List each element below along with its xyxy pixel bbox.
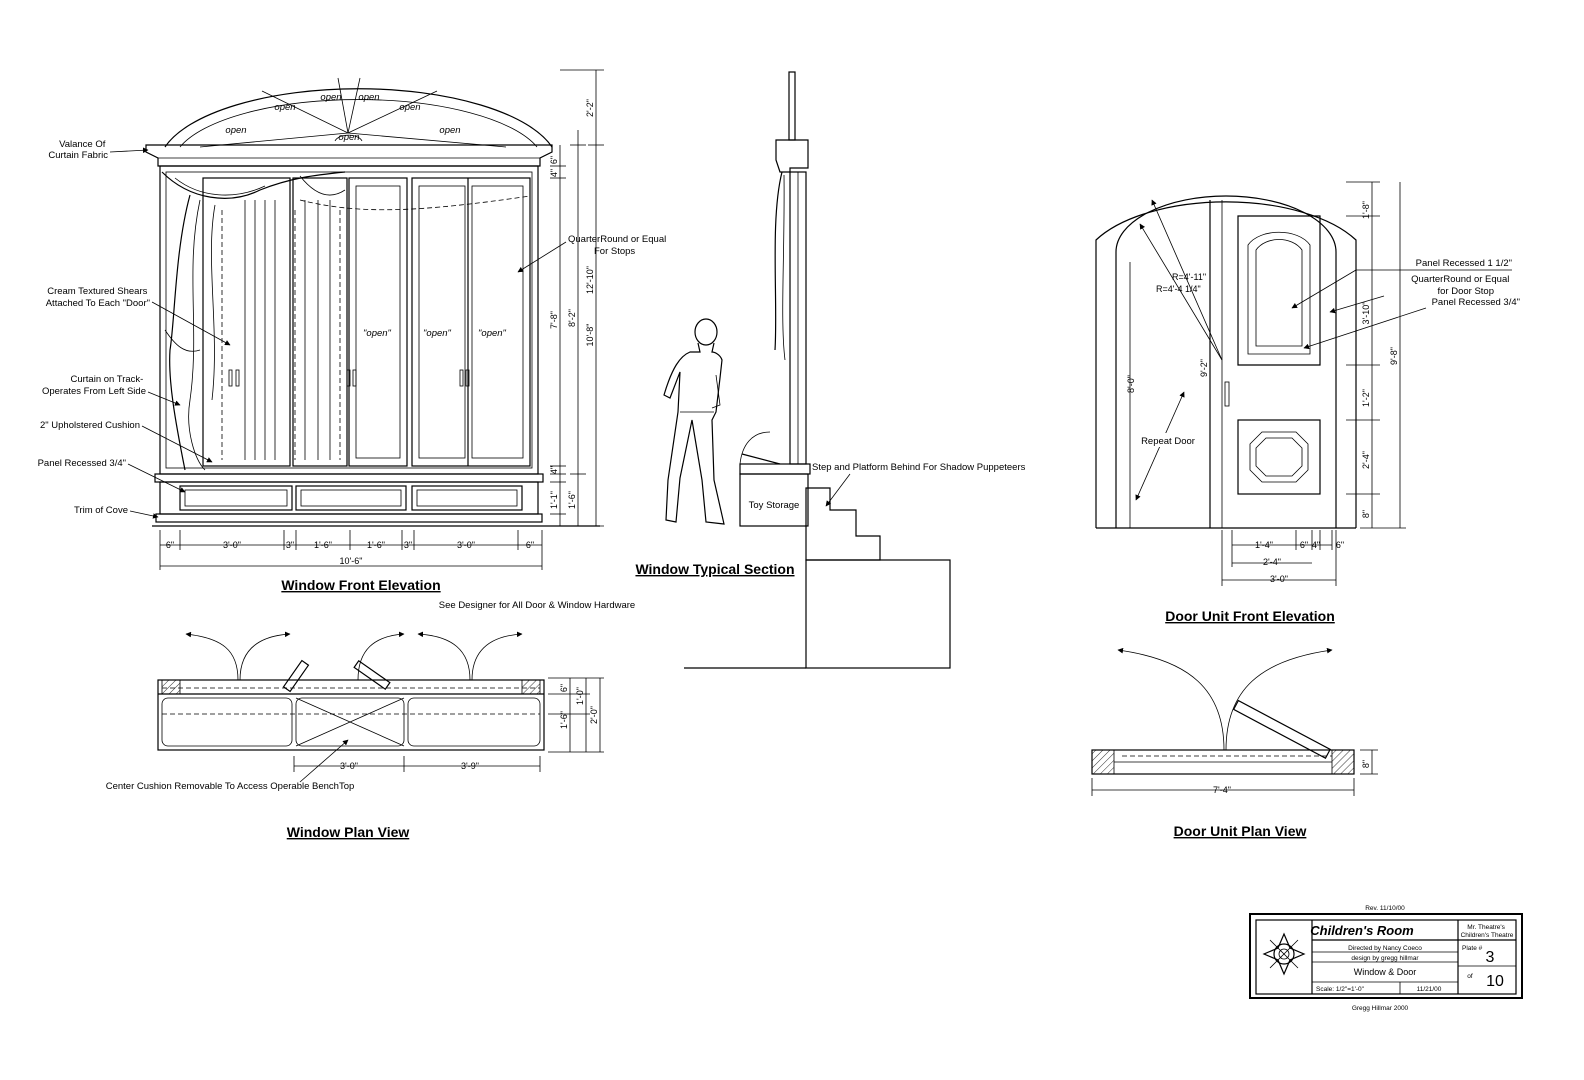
curtain-label: Curtain on Track- Operates From Left Sid… <box>42 374 146 397</box>
dim-label: 7'-8" <box>549 311 559 329</box>
dim-label: 2'-0" <box>589 706 599 724</box>
door-open-label: "open" <box>423 328 452 339</box>
arch-open-label: open <box>399 102 420 113</box>
scale-label: Scale: 1/2"=1'-0" <box>1316 986 1365 993</box>
dim-label: 6" <box>559 684 569 692</box>
quarter-round-label: QuarterRound or Equal For Stops <box>568 234 669 257</box>
door-front-elevation: R=4'-11" R=4'-4 1/4" Repeat Door 8'-0" 9… <box>1095 181 1520 624</box>
arch-open-label: open <box>320 92 341 103</box>
dim-label: 1'-6" <box>559 711 569 729</box>
window-front-elevation: open open open open open open open "open… <box>38 69 669 611</box>
valance-label: Valance Of Curtain Fabric <box>48 139 108 161</box>
door-front-title: Door Unit Front Elevation <box>1165 608 1335 624</box>
dim-label: 2'-4" <box>1263 557 1281 567</box>
step-platform-label: Step and Platform Behind For Shadow Pupp… <box>812 462 1026 473</box>
footer-label: Gregg Hillmar 2000 <box>1352 1005 1409 1012</box>
dim-label: 8'-2" <box>567 309 577 327</box>
dim-label: 3'-10" <box>1361 302 1371 325</box>
dim-label: 6" <box>1336 540 1344 550</box>
arch-open-label: open <box>274 102 295 113</box>
cushion-label: 2" Upholstered Cushion <box>40 420 140 431</box>
dim-label: 3'-9" <box>461 761 479 771</box>
window-section-title: Window Typical Section <box>635 561 794 577</box>
door-open-label: "open" <box>478 328 507 339</box>
arch-open-label: open <box>439 125 460 136</box>
center-cushion-note: Center Cushion Removable To Access Opera… <box>106 781 355 792</box>
dim-label: 4" <box>549 466 559 474</box>
trim-label: Trim of Cove <box>74 505 128 516</box>
arch-open-label: open <box>358 92 379 103</box>
panel-label: Panel Recessed 3/4" <box>38 458 126 469</box>
date-label: 11/21/00 <box>1417 986 1442 993</box>
dim-label: 6" <box>1300 540 1308 550</box>
radius-label: R=4'-11" <box>1172 272 1206 282</box>
dim-label: 10'-6" <box>340 556 363 566</box>
door-plan-view: 7'-4" 8" Door Unit Plan View <box>1091 647 1378 839</box>
dim-label: 1'-0" <box>575 687 585 705</box>
arch-open-label: open <box>338 132 359 143</box>
dim-label: 3" <box>404 540 412 550</box>
of-label: of <box>1467 973 1473 980</box>
total-plates: 10 <box>1486 973 1504 990</box>
org-name: Mr. Theatre's Children's Theatre <box>1461 924 1514 939</box>
designer-label: design by gregg hillmar <box>1351 955 1419 962</box>
dim-label: 6" <box>166 540 174 550</box>
dim-label: 1'-6" <box>314 540 332 550</box>
dim-label: 4" <box>549 169 559 177</box>
arch-open-label: open <box>225 125 246 136</box>
panel-recessed-label: Panel Recessed 3/4" <box>1432 297 1520 308</box>
hardware-note: See Designer for All Door & Window Hardw… <box>439 600 635 611</box>
panel-recessed-label: Panel Recessed 1 1/2" <box>1416 258 1512 269</box>
title-block: Rev. 11/10/00 Children's Room Mr. Theatr… <box>1249 905 1523 1012</box>
dim-label: 1'-8" <box>1361 201 1371 219</box>
dim-label: 3'-0" <box>1270 574 1288 584</box>
door-plan-title: Door Unit Plan View <box>1174 823 1307 839</box>
dim-label: 1'-6" <box>567 491 577 509</box>
dim-label: 6" <box>549 156 559 164</box>
quarter-round-door-label: QuarterRound or Equal for Door Stop <box>1411 274 1512 297</box>
window-section: Toy Storage Step and Platform Behind For… <box>635 71 1026 669</box>
dim-label: 1'-1" <box>549 491 559 509</box>
toy-storage-label: Toy Storage <box>749 500 800 511</box>
revision-label: Rev. 11/10/00 <box>1365 905 1405 912</box>
dim-label: 8'-0" <box>1126 375 1136 393</box>
person-figure <box>663 318 725 525</box>
dim-label: 3'-0" <box>457 540 475 550</box>
dim-label: 10'-8" <box>585 324 595 347</box>
dim-label: 6" <box>526 540 534 550</box>
window-plan-title: Window Plan View <box>287 824 410 840</box>
show-title: Children's Room <box>1310 923 1414 938</box>
dim-label: 2'-2" <box>585 99 595 117</box>
director-label: Directed by Nancy Coeco <box>1348 945 1422 952</box>
plate-number: 3 <box>1486 949 1495 966</box>
dim-label: 7'-4" <box>1213 785 1231 795</box>
dim-label: 3'-0" <box>223 540 241 550</box>
dim-label: 3'-0" <box>340 761 358 771</box>
dim-label: 9'-2" <box>1199 359 1209 377</box>
window-plan-view: 3'-0" 3'-9" 6" 1'-0" 1'-6" 2'-0" Center … <box>106 631 604 840</box>
plate-label: Plate # <box>1462 945 1483 952</box>
dim-label: 8" <box>1361 510 1371 518</box>
dim-label: 1'-6" <box>367 540 385 550</box>
dim-label: 3" <box>286 540 294 550</box>
repeat-door-label: Repeat Door <box>1141 436 1195 447</box>
window-front-title: Window Front Elevation <box>281 577 440 593</box>
dim-label: 1'-2" <box>1361 389 1371 407</box>
dim-label: 4" <box>1312 540 1320 550</box>
dim-label: 8" <box>1361 760 1371 768</box>
radius-label: R=4'-4 1/4" <box>1156 284 1201 294</box>
shears-label: Cream Textured Shears Attached To Each "… <box>46 286 150 309</box>
union-emblem-icon <box>1262 932 1306 976</box>
dim-label: 2'-4" <box>1361 451 1371 469</box>
door-open-label: "open" <box>363 328 392 339</box>
drawing-name: Window & Door <box>1354 967 1417 977</box>
dim-label: 1'-4" <box>1255 540 1273 550</box>
dim-label: 12'-10" <box>585 266 595 294</box>
dim-label: 9'-8" <box>1389 347 1399 365</box>
